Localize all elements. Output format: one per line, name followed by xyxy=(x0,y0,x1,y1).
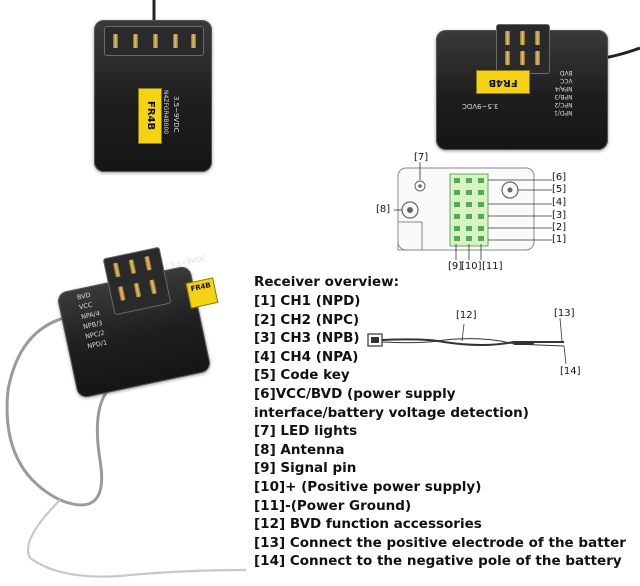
legend-item: [12] BVD function accessories xyxy=(254,516,482,533)
legend-item: [10]+ (Positive power supply) xyxy=(254,478,482,495)
callout-4: [4] xyxy=(552,197,567,208)
callout-6: [6] xyxy=(552,172,567,183)
receiver-schematic: [7] [8] [6] [5] [4] [3] [2] [1] [9] [10]… xyxy=(376,152,576,274)
callout-14: [14] xyxy=(560,366,581,377)
legend-item: [8] Antenna xyxy=(254,441,345,458)
legend-item: [3] CH3 (NPB) xyxy=(254,330,360,347)
pin-header-top xyxy=(104,26,204,56)
legend-item: [11]-(Power Ground) xyxy=(254,497,412,514)
callout-11: [11] xyxy=(482,261,503,272)
legend-item: [13] Connect the positive electrode of t… xyxy=(254,534,626,551)
legend-list: [1] CH1 (NPD) [2] CH2 (NPC) [3] CH3 (NPB… xyxy=(254,292,634,571)
receiver-photo-top: FR4B 3.5~9VDC N4ZFGR4B000 xyxy=(88,0,218,175)
model-sticker-right: FR4B xyxy=(476,70,530,94)
voltage-label-right: 3.5~9VDC xyxy=(462,102,499,110)
callout-12: [12] xyxy=(456,310,477,321)
legend-item: [1] CH1 (NPD) xyxy=(254,293,361,309)
legend-item: [14] Connect to the negative pole of the… xyxy=(254,553,622,570)
receiver-overview-legend: Receiver overview: [1] CH1 (NPD) [2] CH2… xyxy=(254,273,634,571)
receiver-photo-antenna: FR4B BVD VCC NPA/4 NPB/3 NPC/2 NPD/1 3.5… xyxy=(0,240,252,586)
ports-label-right: NPD/1 NPC/2 NPB/3 NPA/4 VCC BVD xyxy=(554,69,573,116)
pin-header-right xyxy=(496,24,550,74)
callout-9: [9] xyxy=(448,261,463,272)
callout-7: [7] xyxy=(414,152,429,163)
callout-2: [2] xyxy=(552,222,567,233)
callout-10: [10] xyxy=(461,261,482,272)
pin-header-angled xyxy=(102,246,172,316)
fcc-label-top: N4ZFGR4B000 xyxy=(162,90,169,135)
voltage-label-top: 3.5~9VDC xyxy=(172,96,180,133)
legend-item: [5] Code key xyxy=(254,367,350,384)
legend-item: interface/battery voltage detection) xyxy=(254,404,529,421)
callout-3: [3] xyxy=(552,210,567,221)
legend-heading: Receiver overview: xyxy=(254,274,399,290)
antenna-wire-top xyxy=(152,0,156,22)
schematic-drawing xyxy=(394,162,552,260)
bvd-cable-diagram: [12] [13] [14] xyxy=(364,308,584,380)
legend-item: [4] CH4 (NPA) xyxy=(254,348,359,365)
legend-item: [6]VCC/BVD (power supply xyxy=(254,385,456,402)
callout-1: [1] xyxy=(552,234,567,245)
callout-8: [8] xyxy=(376,204,391,215)
long-antenna xyxy=(5,314,247,578)
receiver-photo-right: FR4B NPD/1 NPC/2 NPB/3 NPA/4 VCC BVD 3.5… xyxy=(432,20,640,152)
callout-13: [13] xyxy=(554,308,575,319)
bvd-cable-drawing xyxy=(367,317,567,365)
legend-item: [2] CH2 (NPC) xyxy=(254,311,360,328)
model-sticker-top: FR4B xyxy=(138,88,162,144)
legend-item: [9] Signal pin xyxy=(254,460,357,477)
legend-item: [7] LED lights xyxy=(254,423,358,440)
callout-5: [5] xyxy=(552,184,567,195)
